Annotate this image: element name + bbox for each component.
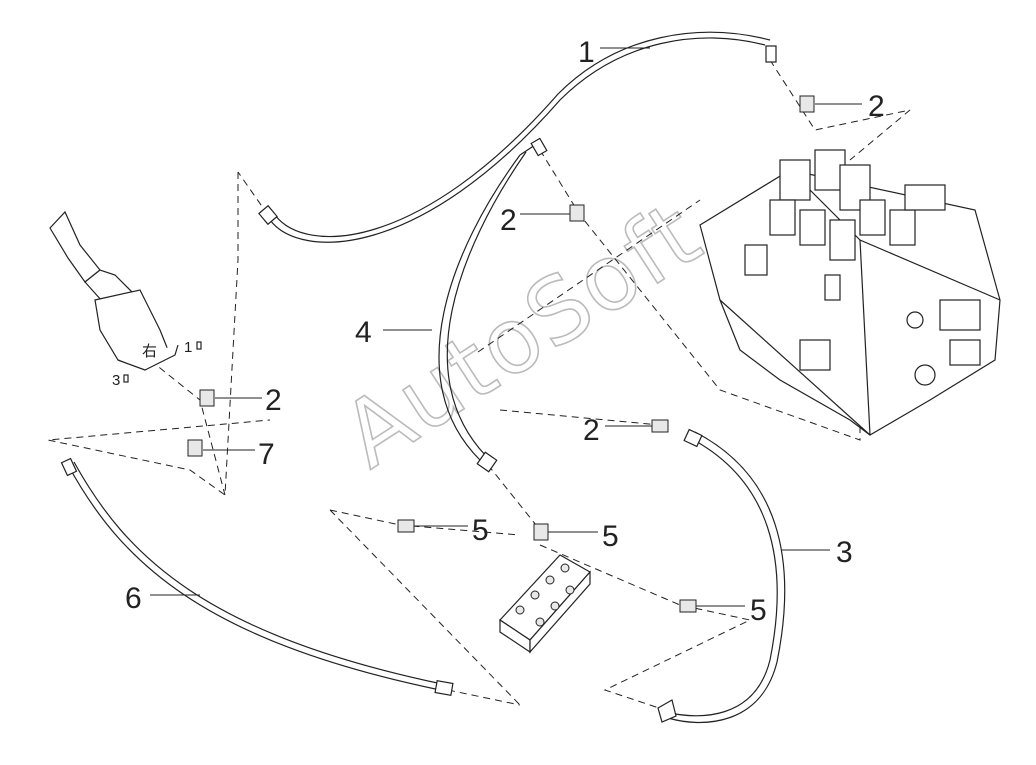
callouts: 1 2 2 4 2 7 2 5 5 3 5 6: [125, 36, 885, 627]
hose-3: [657, 428, 786, 723]
fitting-7: [187, 439, 203, 457]
callout-5-right: 5: [750, 594, 767, 627]
callout-2-mid: 2: [500, 204, 517, 237]
callout-5-center: 5: [602, 520, 619, 553]
fitting-5-center: [533, 523, 549, 541]
fitting-2-mid: [569, 204, 585, 222]
fittings: [187, 95, 815, 613]
hose-4: [438, 137, 548, 473]
joystick-side-char: 右: [142, 343, 157, 360]
callout-2-lower: 2: [583, 414, 600, 447]
hose-1: [258, 31, 777, 243]
distribution-block: [499, 554, 591, 654]
callout-7: 7: [258, 438, 275, 471]
callout-1: 1: [578, 36, 595, 69]
callout-3: 3: [836, 536, 853, 569]
callout-4: 4: [355, 316, 372, 349]
joystick-port-1: 1: [184, 339, 192, 356]
multiway-valve: [699, 149, 1001, 436]
fitting-5-right: [679, 599, 697, 613]
joystick-port-3: 3: [112, 372, 120, 389]
fitting-2-lower: [651, 419, 669, 433]
joystick: 右 1 3: [49, 210, 202, 389]
callout-6: 6: [125, 582, 142, 615]
fitting-2-joystick: [199, 389, 215, 407]
callout-2-joystick: 2: [265, 384, 282, 417]
callout-5-left: 5: [472, 514, 489, 547]
hose-6: [60, 457, 454, 696]
fitting-5-left: [397, 519, 415, 533]
callout-2-top: 2: [868, 90, 885, 123]
fitting-2-top: [799, 95, 815, 113]
